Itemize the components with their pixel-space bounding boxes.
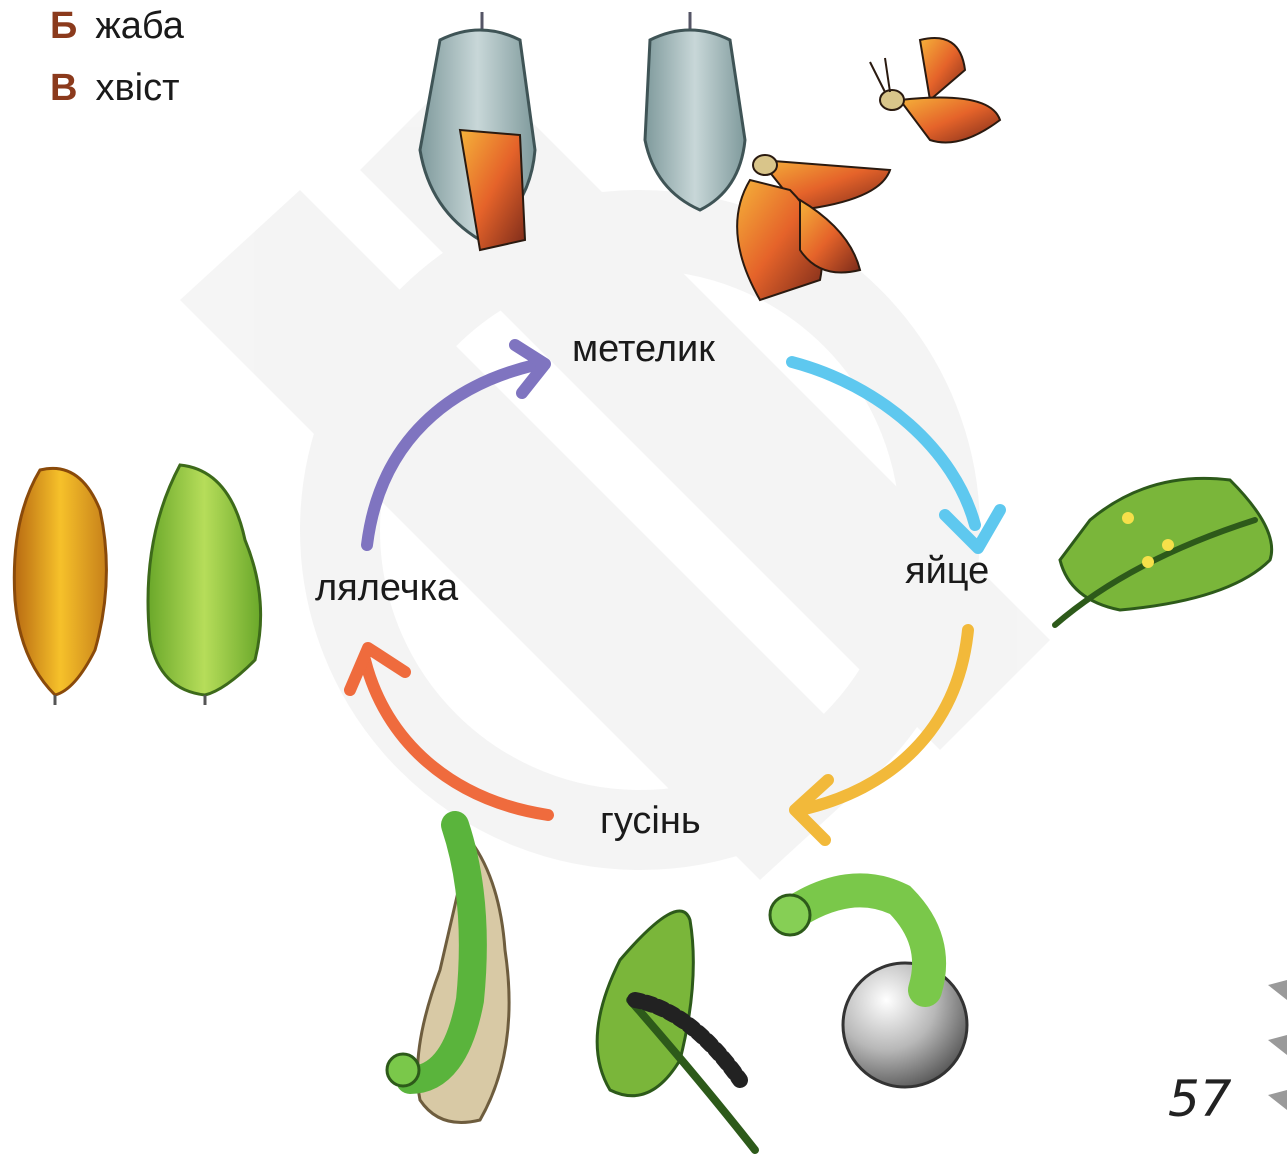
option-text: жаба xyxy=(95,5,184,47)
stage-label-butterfly: метелик xyxy=(572,328,715,371)
stage-label-egg: яйце xyxy=(905,550,989,593)
stage-label-caterpillar: гусінь xyxy=(600,800,701,843)
egg-leaf-illustration xyxy=(1055,478,1272,625)
page-number: 57 xyxy=(1168,1070,1232,1128)
option-letter: Б xyxy=(50,5,77,47)
option-text: хвіст xyxy=(95,67,179,109)
publisher-watermark xyxy=(180,60,1050,880)
option-letter: В xyxy=(50,67,77,109)
corner-decoration xyxy=(1268,980,1287,1110)
caterpillar-illustration xyxy=(387,825,967,1150)
stage-label-pupa: лялечка xyxy=(315,567,458,610)
butterfly-illustration xyxy=(737,38,1000,300)
pupa-illustration xyxy=(14,465,260,705)
